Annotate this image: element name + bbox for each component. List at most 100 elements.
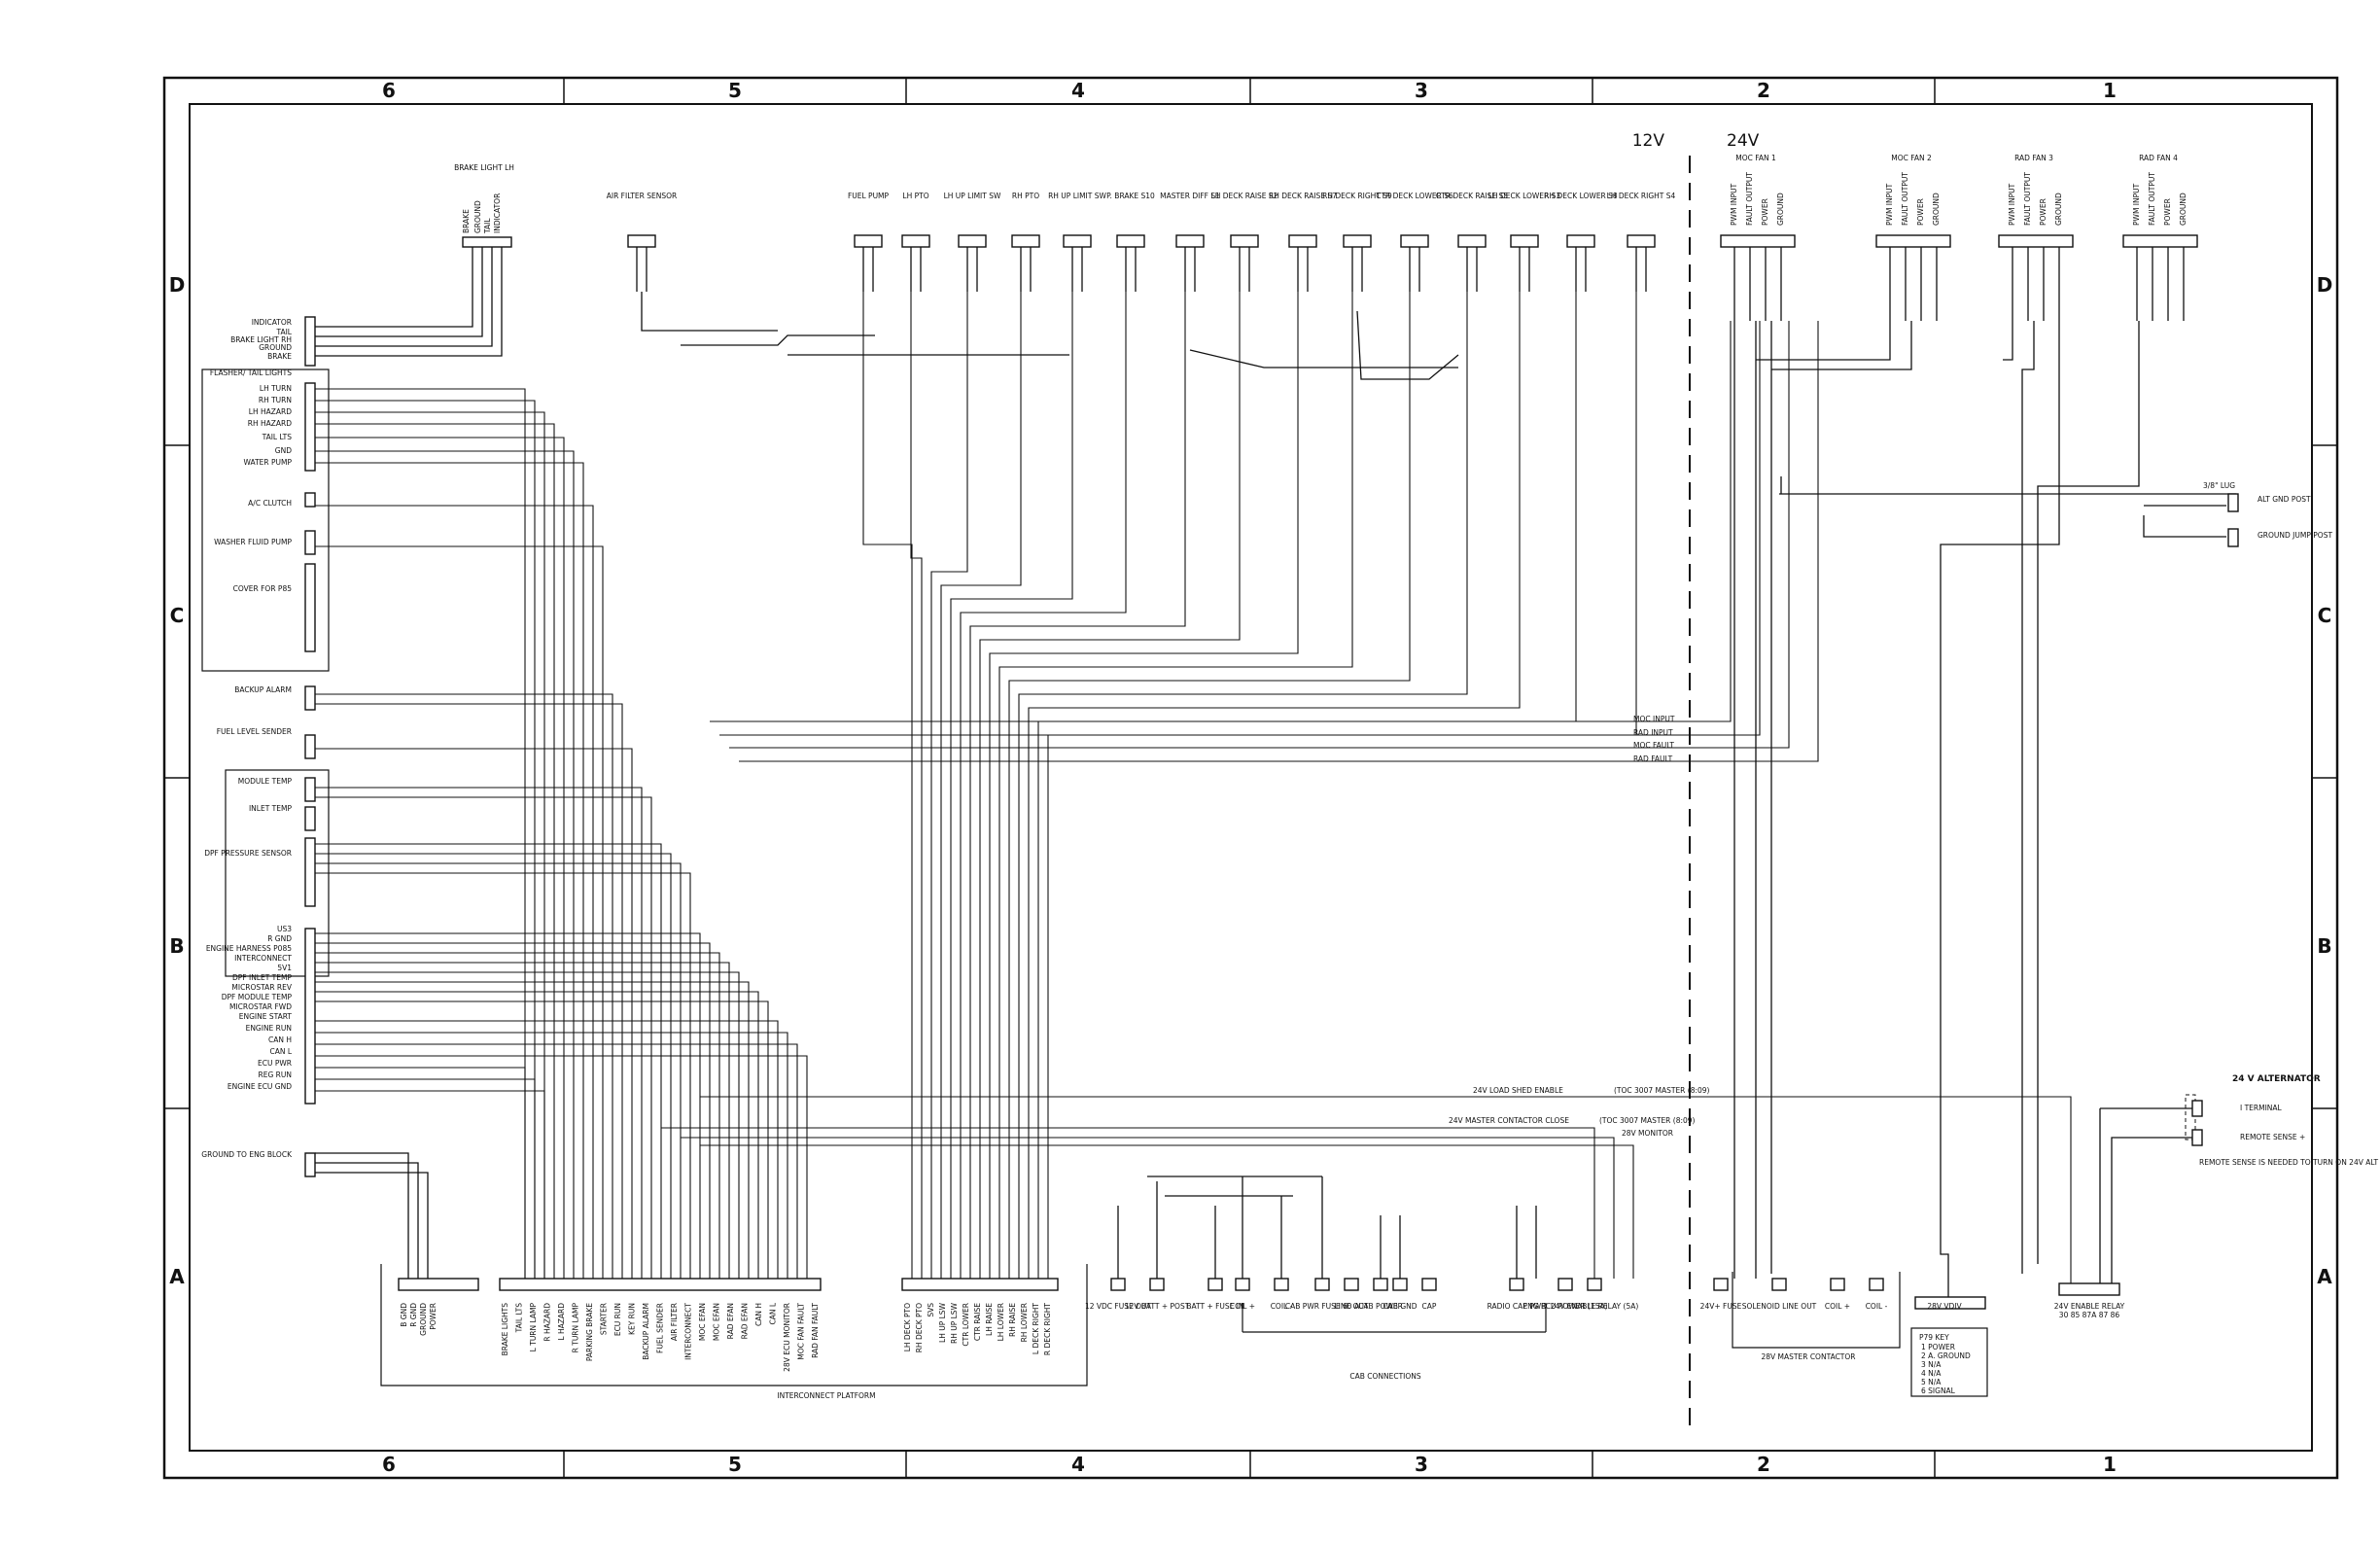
svg-text:PWM INPUT: PWM INPUT [1730,183,1738,226]
bottom-item-18: 24V ENABLE RELAY [2054,1302,2125,1311]
top-connector-lh-deck-lower: LH DECK LOWER S3 [1488,192,1560,292]
left-label-36: ENGINE ECU GND [228,1082,292,1091]
left-label-27: MICROSTAR REV [231,983,292,992]
bus-labels: MOC INPUT RAD INPUT MOC FAULT RAD FAULT [1633,715,1675,763]
left-label-18: MODULE TEMP [238,777,293,786]
svg-text:MOC INPUT: MOC INPUT [1633,715,1675,723]
svg-text:ALT GND POST: ALT GND POST [2258,495,2311,504]
svg-text:POWER: POWER [2039,198,2048,226]
zone-left-b: B [169,934,184,958]
svg-text:RAD FAN 3: RAD FAN 3 [2014,154,2053,162]
bottom-label-p82-0: LH DECK PTO [903,1303,912,1351]
svg-text:CAB POWER: CAB POWER [1358,1302,1403,1311]
left-label-17: FUEL LEVEL SENDER [217,727,292,736]
svg-text:FAULT OUTPUT: FAULT OUTPUT [2148,172,2156,226]
bottom-label-p82-7: LH RAISE [985,1303,994,1336]
interconnect-platform-label: INTERCONNECT PLATFORM [777,1391,875,1400]
svg-text:24V ENABLE RELAY: 24V ENABLE RELAY [2054,1302,2125,1311]
zone-top-2: 2 [1757,79,1770,102]
svg-text:REMOTE SENSE IS NEEDED TO TURN: REMOTE SENSE IS NEEDED TO TURN ON 24V AL… [2199,1158,2379,1167]
bottom-item-2: BATT + FUSE IN [1186,1278,1244,1311]
bottom-label-p85-0: B GND [400,1303,408,1327]
top-connector-p-brake: P. BRAKE S10 [1106,192,1155,292]
bottom-label-p83-8: ECU RUN [613,1303,622,1336]
svg-text:PWM INPUT: PWM INPUT [1885,183,1894,226]
svg-text:CAB PWR FUSE 60 A: CAB PWR FUSE 60 A [1285,1302,1360,1311]
left-label-35: REG RUN [259,1070,292,1079]
svg-text:I TERMINAL: I TERMINAL [2240,1104,2283,1112]
svg-text:FAULT OUTPUT: FAULT OUTPUT [1745,172,1754,226]
bottom-label-p83-13: INTERCONNECT [684,1303,693,1360]
svg-text:LH DECK RAISE S2: LH DECK RAISE S2 [1211,192,1278,200]
left-label-3: GROUND [259,343,292,352]
svg-text:POWER: POWER [1916,198,1925,226]
svg-text:MOC FAULT: MOC FAULT [1633,741,1674,750]
zone-right-c: C [2318,604,2332,627]
bottom-connectors: INTERCONNECT PLATFORM CAB CONNECTIONS 28… [380,1264,2120,1400]
bottom-label-p82-6: CTR RAISE [973,1303,982,1341]
svg-text:28V MONITOR: 28V MONITOR [1622,1129,1673,1138]
svg-text:GROUND: GROUND [2054,193,2063,226]
left-label-29: MICROSTAR FWD [229,1002,292,1011]
bottom-item-7: CAB POWER [1358,1278,1403,1311]
bottom-label-p83-9: KEY RUN [628,1303,637,1335]
left-label-0: INDICATOR [252,318,292,327]
svg-text:COIL +: COIL + [1825,1302,1850,1311]
left-label-30: ENGINE START [239,1012,293,1021]
svg-text:5 N/A: 5 N/A [1921,1378,1942,1386]
bottom-item-13: 24V+ FUSE [1700,1278,1742,1311]
bottom-label-p83-3: R HAZARD [543,1303,552,1342]
zone-bottom-6: 6 [382,1453,396,1476]
bottom-label-p82-2: SVS [927,1303,935,1317]
top-connector-master-diff: MASTER DIFF S1 [1160,192,1220,292]
svg-text:GROUND: GROUND [1776,193,1785,226]
bottom-label-p83-14: MOC EFAN [698,1303,707,1341]
bottom-label-p83-21: MOC FAN FAULT [797,1303,806,1360]
top-connector-rh-deck-raise: RH DECK RAISE S7 [1269,192,1337,292]
svg-text:RAD FAN 4: RAD FAN 4 [2139,154,2178,162]
svg-text:6 SIGNAL: 6 SIGNAL [1921,1386,1956,1395]
bottom-label-p83-15: MOC EFAN [713,1303,721,1341]
bottom-label-p85-3: POWER [429,1303,438,1330]
top-connector-air-filter: AIR FILTER SENSOR [607,192,677,292]
bottom-item-6: LINE OUT [1334,1278,1369,1311]
left-label-31: ENGINE RUN [246,1024,292,1033]
left-label-25: 5V1 [277,964,292,972]
bottom-label-p83-5: R TURN LAMP [572,1303,580,1353]
svg-text:GROUND: GROUND [473,200,482,233]
svg-text:12 VDC FUSE OUT: 12 VDC FUSE OUT [1085,1302,1152,1311]
left-label-12: WATER PUMP [244,458,293,467]
bottom-label-p83-11: FUEL SENDER [656,1303,665,1353]
left-label-11: GND [275,446,292,455]
svg-text:4 N/A: 4 N/A [1921,1369,1942,1378]
bottom-item-12: 24V ENABLE RELAY (5A) [1551,1278,1638,1311]
svg-text:FUEL PUMP: FUEL PUMP [848,192,890,200]
bottom-item-0: 12 VDC FUSE OUT [1085,1278,1152,1311]
top-connector-rh-deck-lower: RH DECK LOWER S8 [1544,192,1618,292]
svg-text:30 85 87A 87 86: 30 85 87A 87 86 [2059,1311,2120,1319]
top-connector-rh-pto: RH PTO [1011,192,1040,292]
svg-text:PWM INPUT: PWM INPUT [2132,183,2141,226]
outer-frame [162,76,2339,1480]
svg-text:POWER: POWER [1761,198,1769,226]
svg-text:BATT + FUSE IN: BATT + FUSE IN [1186,1302,1243,1311]
left-label-7: RH TURN [259,396,292,404]
zone-top-3: 3 [1415,79,1428,102]
bottom-label-p83-10: BACKUP ALARM [642,1303,650,1360]
bottom-label-p82-5: CTR LOWER [962,1303,970,1347]
zone-left-c: C [170,604,185,627]
svg-text:REMOTE SENSE +: REMOTE SENSE + [2240,1133,2305,1141]
svg-text:INDICATOR: INDICATOR [493,193,502,233]
bottom-item-14: SOLENOID LINE OUT [1742,1278,1817,1311]
left-label-4: BRAKE [267,352,292,361]
bottom-label-p82-10: RH LOWER [1020,1303,1029,1342]
bottom-label-p82-11: L DECK RIGHT [1032,1303,1040,1354]
bottom-item-10: RADIO CAP PWR [1488,1278,1546,1311]
left-label-14: WASHER FLUID PUMP [214,538,292,546]
bottom-item-15: COIL + [1825,1278,1850,1311]
bottom-item-1: 12V BATT + POST [1125,1278,1190,1311]
svg-text:RAD INPUT: RAD INPUT [1633,728,1673,737]
svg-text:MOC FAN 1: MOC FAN 1 [1735,154,1776,162]
